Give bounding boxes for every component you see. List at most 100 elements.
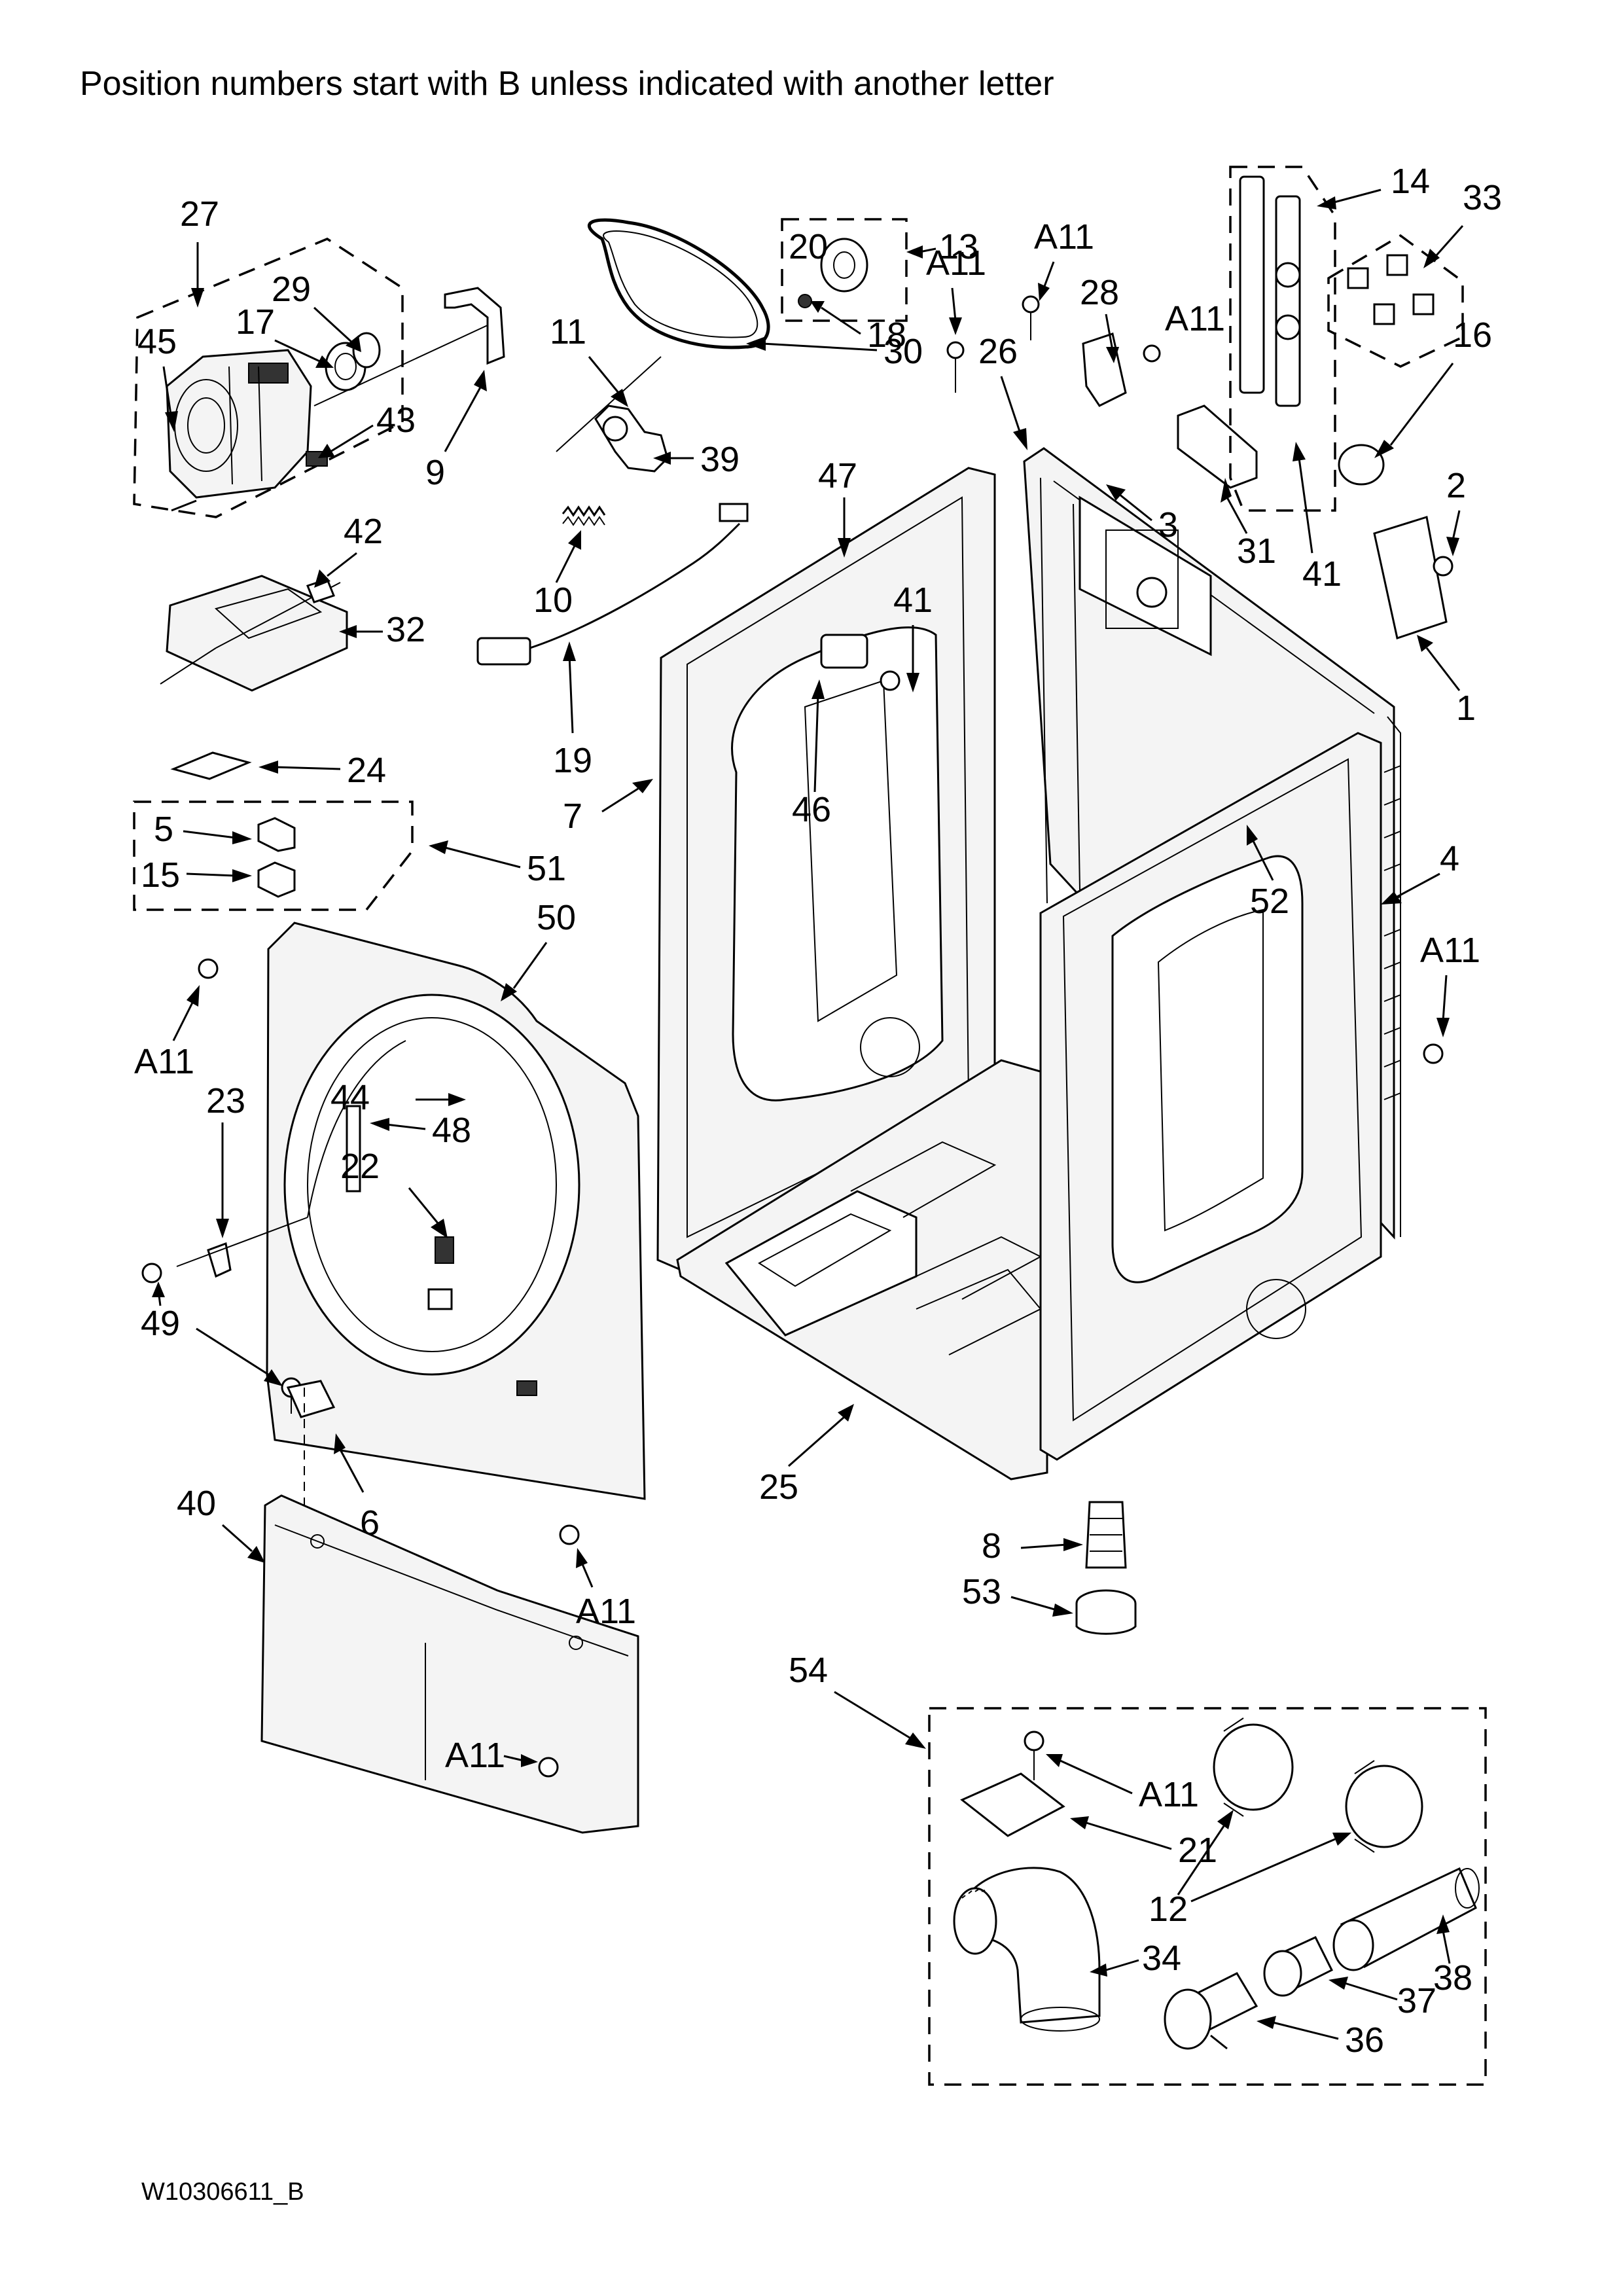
callout-a11-top-3: A11 bbox=[1165, 299, 1225, 338]
front-panel: 50 44 48 22 bbox=[266, 898, 646, 1500]
callout-39: 39 bbox=[700, 440, 740, 479]
callout-18: 18 bbox=[867, 315, 906, 355]
drive-belt: 30 bbox=[587, 218, 923, 371]
motor-mount-strap: 9 bbox=[425, 287, 505, 492]
callout-51: 51 bbox=[527, 849, 566, 888]
position-numbers-note: Position numbers start with B unless ind… bbox=[80, 65, 1054, 103]
front-panel-screw: 49 bbox=[141, 1263, 302, 1414]
toe-kick-panel: 40 bbox=[177, 1484, 639, 1834]
callout-5: 5 bbox=[154, 810, 173, 849]
callout-54: 54 bbox=[789, 1651, 828, 1690]
callout-43: 43 bbox=[376, 401, 416, 440]
callout-22: 22 bbox=[340, 1147, 380, 1186]
callout-25: 25 bbox=[759, 1467, 798, 1507]
door-seal-strip bbox=[346, 1105, 361, 1193]
callout-38: 38 bbox=[1433, 1958, 1472, 1998]
callout-26: 26 bbox=[978, 332, 1018, 371]
bearing-assembly-group: 20 18 13 bbox=[781, 218, 978, 355]
callout-7: 7 bbox=[563, 797, 582, 836]
callout-12: 12 bbox=[1149, 1890, 1188, 1929]
callout-49: 49 bbox=[141, 1304, 180, 1343]
terminal-block-bracket: 3 31 41 bbox=[1106, 404, 1342, 594]
drive-motor bbox=[166, 349, 312, 512]
leveling-leg: 8 bbox=[982, 1501, 1127, 1569]
exhaust-hood-flap-right bbox=[1345, 1760, 1423, 1853]
callout-33: 33 bbox=[1463, 178, 1502, 217]
callout-40: 40 bbox=[177, 1484, 216, 1523]
exhaust-clamp bbox=[1164, 1972, 1258, 2050]
motor-bearing bbox=[352, 332, 381, 368]
screw-a11-group: A11 A11 A11 A11 A11 A11 A11 bbox=[134, 217, 1480, 1778]
callout-8: 8 bbox=[982, 1526, 1001, 1566]
exhaust-cover-plate bbox=[960, 1772, 1065, 1837]
exhaust-hood-flap-left bbox=[1213, 1717, 1294, 1817]
motor-base-bracket: 42 32 bbox=[160, 512, 425, 692]
foot-cap: 53 bbox=[962, 1572, 1137, 1635]
callout-21: 21 bbox=[1178, 1831, 1217, 1870]
exhaust-tube-short bbox=[1263, 1936, 1334, 1997]
callout-14: 14 bbox=[1391, 162, 1430, 201]
callout-19: 19 bbox=[553, 741, 592, 780]
callout-28: 28 bbox=[1080, 273, 1119, 312]
callout-17: 17 bbox=[236, 302, 275, 342]
callout-a11-lower: A11 bbox=[576, 1592, 636, 1631]
access-cover: 2 1 bbox=[1373, 466, 1476, 728]
exhaust-screw bbox=[1024, 1731, 1044, 1780]
rear-seal: 47 bbox=[818, 456, 857, 558]
exhaust-elbow bbox=[953, 1867, 1101, 2032]
callout-34: 34 bbox=[1142, 1939, 1181, 1978]
door-latch-strike bbox=[435, 1236, 454, 1264]
callout-a11-front-left: A11 bbox=[134, 1042, 194, 1081]
callout-a11-top-2: A11 bbox=[1034, 217, 1094, 257]
callout-42: 42 bbox=[344, 512, 383, 551]
callout-9: 9 bbox=[425, 453, 445, 492]
door-switch bbox=[257, 817, 296, 852]
motor-coupler: 16 bbox=[1338, 315, 1492, 486]
door-switch-group: 5 15 51 bbox=[133, 800, 566, 911]
callout-50: 50 bbox=[537, 898, 576, 937]
callout-a11-side: A11 bbox=[1420, 931, 1480, 970]
heater-terminal-group: 14 bbox=[1229, 162, 1430, 512]
callout-24: 24 bbox=[347, 751, 386, 790]
callout-a11-toe-kick: A11 bbox=[445, 1736, 505, 1775]
document-id: W10306611_B bbox=[141, 2178, 304, 2206]
callout-47: 47 bbox=[818, 456, 857, 495]
callout-13: 13 bbox=[939, 227, 978, 266]
thermal-fuse-group: 33 bbox=[1327, 178, 1502, 368]
callout-27: 27 bbox=[180, 194, 219, 234]
cabinet-side-panel: 4 52 26 bbox=[978, 332, 1459, 1461]
callout-32: 32 bbox=[386, 610, 425, 649]
callout-36: 36 bbox=[1345, 2020, 1384, 2060]
callout-15: 15 bbox=[141, 855, 180, 895]
callout-41-rear: 41 bbox=[893, 581, 933, 620]
callout-48: 48 bbox=[432, 1111, 471, 1150]
callout-11: 11 bbox=[550, 312, 586, 351]
callout-45: 45 bbox=[137, 322, 177, 361]
dryer-base: 25 bbox=[676, 1059, 1048, 1507]
exhaust-tube-long bbox=[1332, 1867, 1480, 1971]
callout-31: 31 bbox=[1237, 531, 1276, 571]
motor-assembly-group: 27 29 17 45 43 bbox=[133, 194, 498, 518]
callout-46: 46 bbox=[792, 790, 831, 829]
callout-a11-top-1: A11 bbox=[926, 243, 986, 283]
idler-spring: 10 bbox=[533, 505, 606, 620]
idler-pulley-assembly: 11 39 bbox=[550, 312, 740, 479]
callout-30: 30 bbox=[883, 332, 923, 371]
callout-3: 3 bbox=[1158, 505, 1178, 545]
callout-53: 53 bbox=[962, 1572, 1001, 1611]
callout-1: 1 bbox=[1456, 689, 1476, 728]
callout-4: 4 bbox=[1440, 839, 1459, 878]
callout-37: 37 bbox=[1397, 1981, 1436, 2020]
control-bracket-mount: 28 bbox=[1080, 273, 1127, 407]
switch-bracket bbox=[257, 861, 296, 898]
callout-44: 44 bbox=[330, 1078, 370, 1117]
callout-52: 52 bbox=[1250, 882, 1289, 921]
front-panel-bracket bbox=[427, 1288, 453, 1310]
callout-20: 20 bbox=[789, 227, 828, 266]
latch-bracket: 23 bbox=[176, 1081, 308, 1278]
callout-23: 23 bbox=[206, 1081, 245, 1121]
callout-2: 2 bbox=[1446, 466, 1466, 505]
callout-10: 10 bbox=[533, 581, 573, 620]
